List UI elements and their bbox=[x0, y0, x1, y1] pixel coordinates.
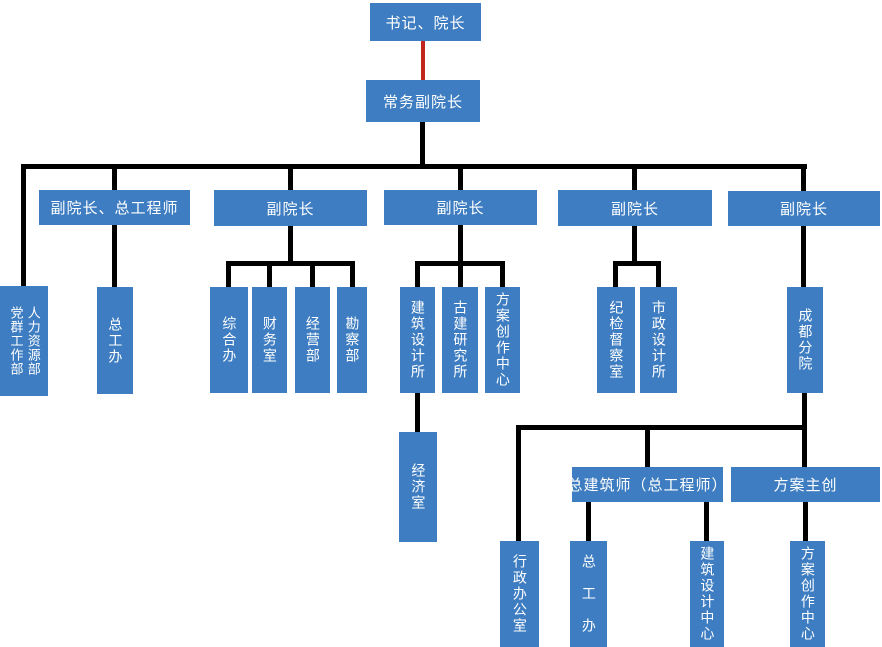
edge-vd2-leg-survey-dept bbox=[350, 261, 355, 287]
edge-leg-vice-dean-5 bbox=[801, 164, 806, 191]
node-label: 行政办公室 bbox=[511, 554, 528, 634]
node-label: 财务室 bbox=[261, 316, 278, 364]
node-vice-dean-chief-engineer: 副院长、总工程师 bbox=[39, 190, 190, 225]
edge-leg-vice-dean-3 bbox=[458, 164, 463, 190]
edge-vd4-hbar bbox=[613, 261, 661, 266]
node-label: 党群工作部 bbox=[8, 306, 24, 376]
node-chief-engineer-office-branch: 总 工 办 bbox=[570, 541, 607, 647]
node-label: 方案主创 bbox=[773, 477, 838, 494]
edge-vd3-trunk bbox=[458, 225, 463, 263]
node-chief-architect: 总建筑师（总工程师） bbox=[572, 467, 723, 502]
edge-vd2-trunk bbox=[288, 226, 293, 263]
node-scheme-lead: 方案主创 bbox=[731, 467, 880, 502]
edge-chengdu-trunk bbox=[802, 393, 807, 430]
node-scheme-creation-center: 方案创作中心 bbox=[485, 287, 520, 393]
node-ancient-architecture-research-institute: 古建研究所 bbox=[442, 287, 478, 393]
node-label: 总建筑师（总工程师） bbox=[572, 477, 723, 494]
node-label: 人力资源部 bbox=[25, 306, 41, 376]
edge-vd2-leg-operations-dept bbox=[310, 261, 315, 287]
edge-vd3-leg-ancient-architecture bbox=[458, 261, 463, 287]
edge-vd4-leg-discipline-inspection bbox=[613, 261, 618, 287]
edge-leg-administrative-office bbox=[516, 425, 521, 541]
node-label: 总工办 bbox=[107, 316, 124, 365]
node-label: 副院长 bbox=[266, 200, 315, 218]
edge-leg-vice-dean-chief-engineer bbox=[112, 164, 117, 190]
edge-vd4-trunk bbox=[632, 226, 637, 263]
node-economics-office: 经济室 bbox=[399, 432, 437, 542]
node-secretary-dean: 书记、院长 bbox=[370, 3, 481, 41]
node-label: 综合办 bbox=[221, 316, 238, 364]
edge-chengdu-hbar bbox=[516, 425, 807, 430]
edge-leg-party-mass-hr bbox=[21, 164, 26, 286]
edge-leg-scheme-lead bbox=[802, 425, 807, 467]
node-survey-dept: 勘察部 bbox=[337, 287, 367, 393]
edge-leg-vice-dean-2 bbox=[288, 164, 293, 190]
edge-chief-architect-to-design-center bbox=[704, 502, 709, 541]
node-label: 副院长 bbox=[610, 200, 659, 218]
node-architectural-design-institute: 建筑设计所 bbox=[400, 287, 435, 393]
node-label: 勘察部 bbox=[344, 316, 361, 364]
node-label: 经济室 bbox=[410, 463, 427, 511]
edge-vd5-to-chengdu-branch bbox=[801, 226, 806, 287]
node-discipline-inspection-office: 纪检督察室 bbox=[597, 287, 635, 393]
node-label: 书记、院长 bbox=[385, 14, 466, 32]
edge-design-institute-to-economics bbox=[415, 393, 420, 432]
node-label: 建筑设计中心 bbox=[699, 546, 716, 642]
node-scheme-creation-center-branch: 方案创作中心 bbox=[790, 541, 825, 647]
node-label: 副院长、总工程师 bbox=[50, 200, 179, 217]
node-label: 常务副院长 bbox=[382, 93, 463, 111]
node-label: 副院长 bbox=[779, 201, 828, 218]
node-label: 经营部 bbox=[304, 316, 321, 364]
node-label: 副院长 bbox=[436, 200, 485, 217]
node-label: 方案创作中心 bbox=[799, 546, 816, 642]
edge-leg-vice-dean-4 bbox=[632, 164, 637, 190]
node-finance-office: 财务室 bbox=[252, 287, 287, 393]
edge-executive-stub bbox=[420, 122, 425, 169]
node-party-mass-hr-dept: 党群工作部人力资源部 bbox=[0, 286, 48, 396]
node-general-office: 综合办 bbox=[210, 287, 248, 393]
node-label: 成都分院 bbox=[797, 308, 814, 372]
node-vice-dean-2: 副院长 bbox=[214, 190, 367, 226]
edge-main-hbar bbox=[21, 164, 807, 169]
edge-vdce-to-chief-engineer-office bbox=[112, 225, 117, 287]
node-architectural-design-center: 建筑设计中心 bbox=[690, 541, 724, 647]
edge-vd4-leg-municipal-design bbox=[656, 261, 661, 287]
node-operations-dept: 经营部 bbox=[295, 287, 330, 393]
node-label: 方案创作中心 bbox=[494, 292, 511, 388]
node-chengdu-branch: 成都分院 bbox=[787, 287, 823, 393]
node-vice-dean-4: 副院长 bbox=[558, 190, 712, 226]
edge-vd2-leg-general-office bbox=[226, 261, 231, 287]
node-label: 纪检督察室 bbox=[608, 300, 625, 380]
node-label: 建筑设计所 bbox=[409, 300, 426, 380]
edge-vd2-leg-finance-office bbox=[267, 261, 272, 287]
edge-vd2-hbar bbox=[226, 261, 355, 266]
edge-vd3-leg-design-institute bbox=[415, 261, 420, 287]
edge-scheme-lead-to-creation-center bbox=[803, 502, 808, 541]
edge-leg-chief-architect bbox=[645, 425, 650, 467]
node-label: 总 工 办 bbox=[580, 554, 597, 634]
node-chief-engineer-office: 总工办 bbox=[97, 287, 133, 394]
node-executive-vice-dean: 常务副院长 bbox=[366, 80, 480, 122]
edge-secretary-to-executive bbox=[421, 41, 425, 80]
node-municipal-design-institute: 市政设计所 bbox=[640, 287, 677, 393]
edge-vd3-leg-scheme-center bbox=[500, 261, 505, 287]
edge-chief-architect-to-zgb bbox=[586, 502, 591, 541]
node-label: 古建研究所 bbox=[452, 300, 469, 380]
node-vice-dean-5: 副院长 bbox=[728, 191, 880, 226]
node-administrative-office: 行政办公室 bbox=[500, 541, 539, 647]
node-label: 市政设计所 bbox=[650, 300, 667, 380]
node-vice-dean-3: 副院长 bbox=[384, 190, 537, 225]
